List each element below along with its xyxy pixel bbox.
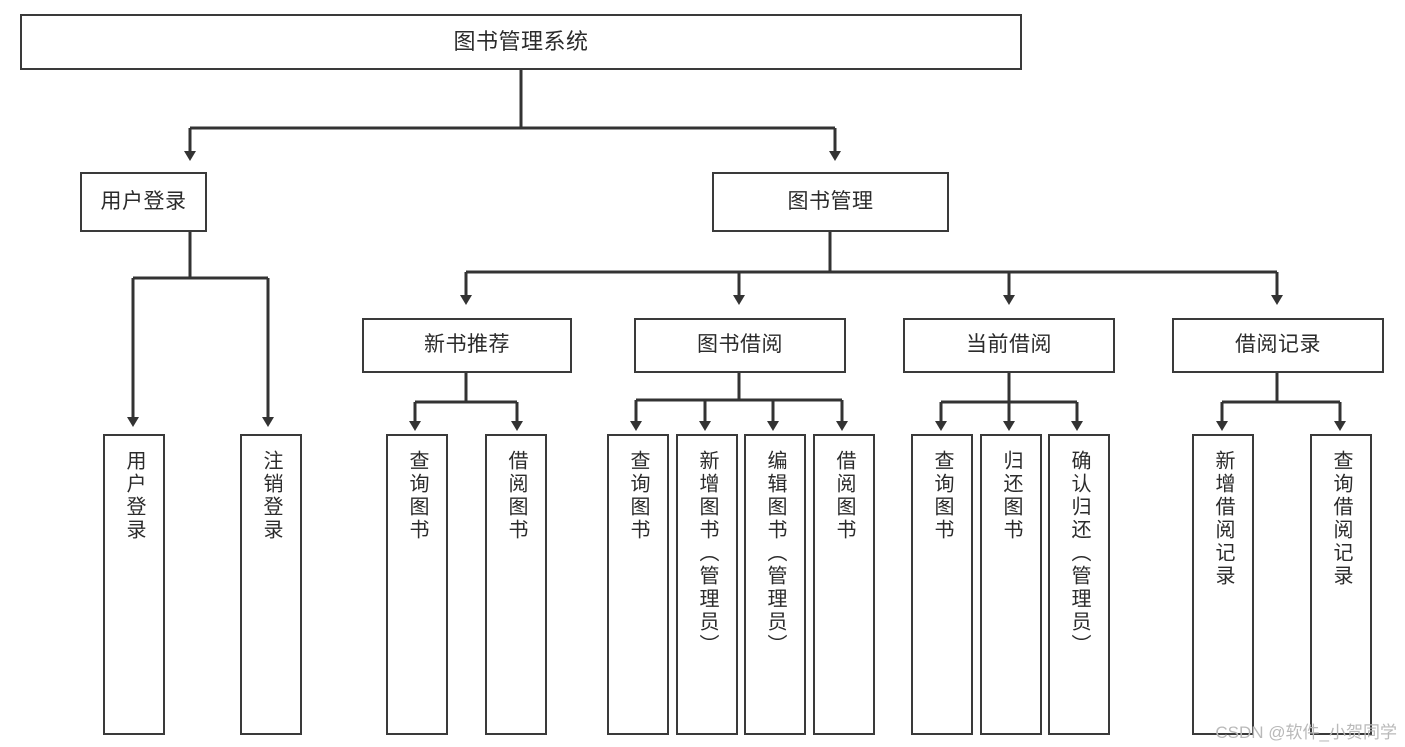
node-book-borrow-label: 图书借阅 [697, 333, 783, 357]
node-current-borrow[interactable]: 当前借阅 [903, 318, 1115, 373]
node-root-label: 图书管理系统 [453, 29, 589, 55]
node-leaf-confirm-return[interactable]: 确认归还（管理员） [1048, 434, 1110, 735]
node-leaf-return-book-label: 归还图书 [1000, 450, 1022, 542]
node-leaf-user-login-label: 用户登录 [123, 450, 145, 542]
node-book-manage[interactable]: 图书管理 [712, 172, 949, 232]
node-book-manage-label: 图书管理 [787, 189, 874, 213]
node-leaf-query-book-3-label: 查询图书 [931, 450, 953, 542]
node-leaf-borrow-book-1-label: 借阅图书 [505, 450, 527, 542]
node-leaf-add-book[interactable]: 新增图书（管理员） [676, 434, 738, 735]
node-root[interactable]: 图书管理系统 [20, 14, 1022, 70]
node-leaf-logout[interactable]: 注销登录 [240, 434, 302, 735]
node-leaf-edit-book[interactable]: 编辑图书（管理员） [744, 434, 806, 735]
node-leaf-query-book-1[interactable]: 查询图书 [386, 434, 448, 735]
node-leaf-add-record-label: 新增借阅记录 [1212, 450, 1234, 588]
node-leaf-borrow-book-2[interactable]: 借阅图书 [813, 434, 875, 735]
node-leaf-query-book-1-label: 查询图书 [406, 450, 428, 542]
node-leaf-add-book-label: 新增图书（管理员） [696, 450, 718, 657]
node-leaf-borrow-book-1[interactable]: 借阅图书 [485, 434, 547, 735]
node-user-login[interactable]: 用户登录 [80, 172, 207, 232]
node-leaf-borrow-book-2-label: 借阅图书 [833, 450, 855, 542]
node-new-book-rec[interactable]: 新书推荐 [362, 318, 572, 373]
node-book-borrow[interactable]: 图书借阅 [634, 318, 846, 373]
node-leaf-return-book[interactable]: 归还图书 [980, 434, 1042, 735]
node-borrow-record-label: 借阅记录 [1235, 333, 1321, 357]
node-leaf-confirm-return-label: 确认归还（管理员） [1068, 450, 1090, 657]
node-leaf-add-record[interactable]: 新增借阅记录 [1192, 434, 1254, 735]
node-user-login-label: 用户登录 [100, 189, 187, 213]
node-borrow-record[interactable]: 借阅记录 [1172, 318, 1384, 373]
node-leaf-query-book-2[interactable]: 查询图书 [607, 434, 669, 735]
node-new-book-rec-label: 新书推荐 [424, 333, 510, 357]
node-current-borrow-label: 当前借阅 [966, 333, 1052, 357]
node-leaf-user-login[interactable]: 用户登录 [103, 434, 165, 735]
node-leaf-query-book-3[interactable]: 查询图书 [911, 434, 973, 735]
node-leaf-query-record-label: 查询借阅记录 [1330, 450, 1352, 588]
node-leaf-query-book-2-label: 查询图书 [627, 450, 649, 542]
node-leaf-logout-label: 注销登录 [260, 450, 282, 542]
node-leaf-edit-book-label: 编辑图书（管理员） [764, 450, 786, 657]
watermark: CSDN @软件_小贺同学 [1215, 723, 1397, 742]
node-leaf-query-record[interactable]: 查询借阅记录 [1310, 434, 1372, 735]
